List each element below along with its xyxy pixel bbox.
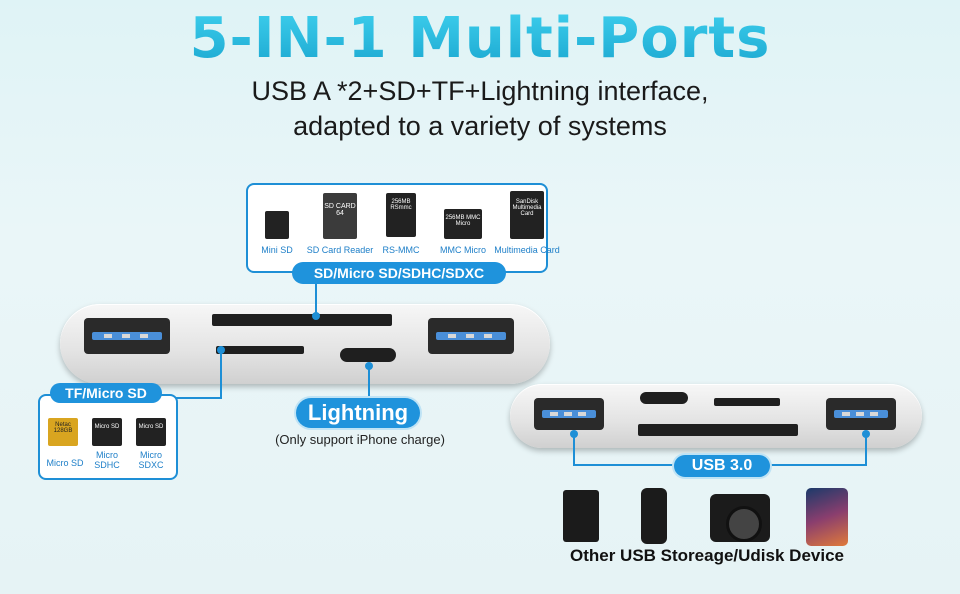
rs-mmc-card-image: 256MB RSmmc bbox=[386, 193, 416, 237]
sd-card-panel: Mini SD SD CARD 64 SD Card Reader 256MB … bbox=[246, 183, 560, 273]
external-hard-drive-image bbox=[563, 490, 599, 542]
card-print: SanDisk Multimedia Card bbox=[512, 199, 542, 217]
card-caption: Mini SD bbox=[261, 245, 293, 255]
usb-a-port-right bbox=[428, 318, 514, 354]
connector-line bbox=[368, 364, 370, 400]
usb-hub-back-view bbox=[510, 384, 922, 448]
sd-slot bbox=[212, 314, 392, 326]
card-print: SD CARD 64 bbox=[324, 203, 356, 217]
card-print: Micro SD bbox=[94, 424, 120, 430]
mmc-micro-card-image: 256MB MMC Micro bbox=[444, 209, 482, 239]
connector-line bbox=[220, 350, 222, 398]
card-caption: Micro SDHC bbox=[94, 450, 120, 470]
lightning-label: Lightning bbox=[296, 398, 420, 428]
tf-slot bbox=[714, 398, 780, 406]
micro-sd-card-image: Netac 128GB bbox=[48, 418, 78, 446]
card-print: Netac 128GB bbox=[53, 422, 73, 434]
card-print: 256MB RSmmc bbox=[390, 199, 412, 211]
usb-a-port-left bbox=[84, 318, 170, 354]
card-print: Micro SD bbox=[138, 424, 164, 430]
lightning-port bbox=[640, 392, 688, 404]
connector-line bbox=[573, 432, 575, 466]
mini-sd-card-image bbox=[265, 211, 289, 239]
usb3-port-left bbox=[534, 398, 604, 430]
lightning-note: (Only support iPhone charge) bbox=[275, 432, 445, 447]
subtitle-line-1: USB A *2+SD+TF+Lightning interface, bbox=[251, 76, 709, 106]
camera-image bbox=[710, 494, 770, 542]
usb3-port-right bbox=[826, 398, 896, 430]
tf-card-panel: Netac 128GB Micro SD Micro SD Micro SDHC… bbox=[38, 394, 178, 480]
micro-sdhc-card-image: Micro SD bbox=[92, 418, 122, 446]
tf-slot-label: TF/Micro SD bbox=[50, 383, 162, 403]
connector-dot bbox=[365, 362, 373, 370]
usb-drive-image bbox=[641, 488, 667, 544]
card-print: 256MB MMC Micro bbox=[445, 215, 481, 227]
connector-line bbox=[176, 397, 222, 399]
multimedia-card-image: SanDisk Multimedia Card bbox=[510, 191, 544, 239]
card-caption: Multimedia Card bbox=[494, 245, 560, 255]
lightning-port bbox=[340, 348, 396, 362]
connector-dot bbox=[312, 312, 320, 320]
micro-sdxc-card-image: Micro SD bbox=[136, 418, 166, 446]
devices-caption: Other USB Storeage/Udisk Device bbox=[570, 546, 844, 565]
card-caption: SD Card Reader bbox=[306, 245, 374, 255]
card-caption: Micro SD bbox=[46, 458, 84, 468]
sd-slot bbox=[638, 424, 798, 436]
card-caption: RS-MMC bbox=[382, 245, 420, 255]
sd-slot-label: SD/Micro SD/SDHC/SDXC bbox=[292, 262, 506, 284]
page-title: 5-IN-1 Multi-Ports bbox=[0, 6, 960, 71]
sd-card-image: SD CARD 64 bbox=[323, 193, 357, 239]
tf-slot bbox=[216, 346, 304, 354]
card-caption: MMC Micro bbox=[440, 245, 486, 255]
connector-line bbox=[865, 432, 867, 466]
card-reader-hub bbox=[60, 304, 550, 384]
smartphone-image bbox=[806, 488, 848, 546]
connector-dot bbox=[217, 346, 225, 354]
connector-line bbox=[315, 284, 317, 316]
subtitle-line-2: adapted to a variety of systems bbox=[293, 111, 667, 141]
usb3-label: USB 3.0 bbox=[674, 455, 770, 477]
card-caption: Micro SDXC bbox=[138, 450, 164, 470]
